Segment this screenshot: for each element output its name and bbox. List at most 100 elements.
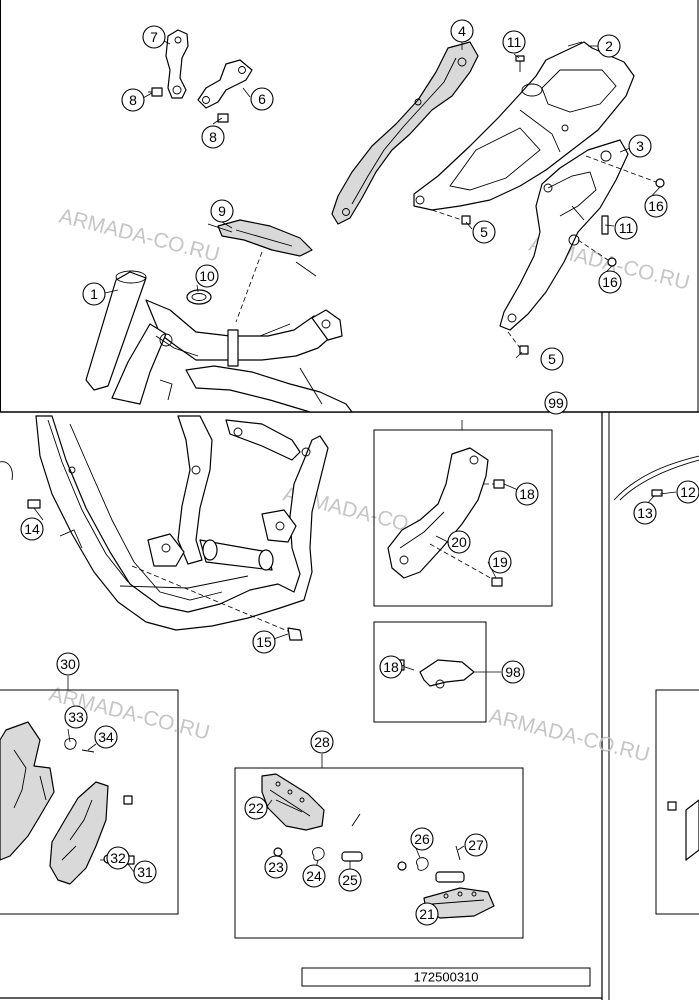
callout-21[interactable]: 21 (415, 902, 439, 926)
bolt-8a (148, 87, 163, 97)
callout-16a[interactable]: 16 (644, 194, 668, 218)
callout-11b[interactable]: 11 (614, 216, 638, 240)
callout-5a-label: 5 (480, 224, 488, 240)
callout-3[interactable]: 3 (628, 134, 652, 158)
callout-13-label: 13 (637, 505, 653, 521)
callout-25[interactable]: 25 (338, 868, 362, 892)
callout-9-label: 9 (218, 203, 226, 219)
callout-33[interactable]: 33 (64, 705, 88, 729)
callout-1[interactable]: 1 (82, 282, 106, 306)
callout-6-label: 6 (258, 91, 266, 107)
callout-5a[interactable]: 5 (472, 220, 496, 244)
callout-23[interactable]: 23 (264, 855, 288, 879)
callout-22[interactable]: 22 (244, 796, 268, 820)
callout-23-label: 23 (268, 859, 284, 875)
callout-14[interactable]: 14 (20, 517, 44, 541)
callout-16a-label: 16 (648, 198, 664, 214)
callout-31-label: 31 (137, 864, 153, 880)
callout-13[interactable]: 13 (633, 501, 657, 525)
callout-32-label: 32 (110, 850, 126, 866)
callout-33-label: 33 (68, 709, 84, 725)
callout-2-label: 2 (605, 38, 613, 54)
callout-11a-label: 11 (507, 34, 522, 50)
callout-14-label: 14 (24, 521, 40, 537)
callout-2[interactable]: 2 (597, 34, 621, 58)
callout-16b-label: 16 (602, 274, 618, 290)
callout-18a[interactable]: 18 (515, 482, 539, 506)
callout-27-label: 27 (468, 837, 484, 853)
callout-1-label: 1 (90, 286, 98, 302)
chain-guide-9 (207, 219, 317, 323)
subframe-strut-4 (331, 41, 479, 225)
callout-11b-label: 11 (619, 220, 634, 236)
callout-98[interactable]: 98 (501, 660, 525, 684)
callout-34[interactable]: 34 (94, 725, 118, 749)
drawing-code-box: 172500310 (301, 967, 591, 987)
callout-16b[interactable]: 16 (598, 270, 622, 294)
callout-19[interactable]: 19 (488, 550, 512, 574)
callout-12[interactable]: 12 (676, 480, 699, 504)
footpeg-bracket-6 (197, 59, 253, 109)
callout-8a-label: 8 (129, 92, 137, 108)
callout-26[interactable]: 26 (410, 827, 434, 851)
callout-19-label: 19 (492, 554, 508, 570)
callout-12-label: 12 (680, 484, 696, 500)
callout-31[interactable]: 31 (133, 860, 157, 884)
frame-upper-1 (85, 270, 353, 413)
callout-26-label: 26 (414, 831, 430, 847)
bolt-8b (217, 113, 229, 123)
callout-25-label: 25 (342, 872, 358, 888)
callout-18b-label: 18 (383, 659, 399, 675)
clamp-10 (186, 289, 212, 305)
callout-32[interactable]: 32 (106, 846, 130, 870)
callout-30-label: 30 (60, 656, 76, 672)
callout-18a-label: 18 (519, 486, 535, 502)
callout-6[interactable]: 6 (250, 87, 274, 111)
callout-24[interactable]: 24 (302, 864, 326, 888)
callout-22-label: 22 (248, 800, 264, 816)
callout-27[interactable]: 27 (464, 833, 488, 857)
callout-5b-label: 5 (548, 351, 556, 367)
callout-15-label: 15 (256, 634, 272, 650)
callout-8a[interactable]: 8 (121, 88, 145, 112)
callout-11a[interactable]: 11 (502, 30, 526, 54)
right-partial-box (613, 455, 699, 915)
footpeg-bracket-7 (165, 29, 189, 99)
watermark-1: ARMADA-CO.RU (57, 205, 222, 267)
callout-4-label: 4 (458, 23, 466, 39)
box-28 (234, 754, 524, 939)
callout-21-label: 21 (419, 906, 435, 922)
callout-18b[interactable]: 18 (379, 655, 403, 679)
callout-28-label: 28 (314, 734, 330, 750)
watermark-5: ARMADA-CO.RU (487, 705, 652, 767)
callout-7-label: 7 (150, 29, 158, 45)
callout-24-label: 24 (306, 868, 322, 884)
box-99 (373, 420, 553, 607)
callout-9[interactable]: 9 (210, 199, 234, 223)
callout-8b[interactable]: 8 (201, 125, 225, 149)
rear-subframe-2 (413, 41, 635, 211)
callout-99-label: 99 (548, 395, 564, 411)
frame-main-view (0, 415, 329, 641)
subframe-lower-3 (499, 139, 629, 331)
callout-10[interactable]: 10 (195, 264, 219, 288)
callout-20-label: 20 (451, 534, 467, 550)
callout-3-label: 3 (636, 138, 644, 154)
callout-20[interactable]: 20 (447, 530, 471, 554)
callout-99[interactable]: 99 (544, 391, 568, 415)
callout-8b-label: 8 (209, 129, 217, 145)
watermarks: ARMADA-CO.RU ARMADA-CO.RU ARMADA-CO.RU A… (47, 205, 692, 767)
box-98 (373, 621, 487, 723)
callout-15[interactable]: 15 (252, 630, 276, 654)
callout-4[interactable]: 4 (450, 19, 474, 43)
callout-28[interactable]: 28 (310, 730, 334, 754)
callout-7[interactable]: 7 (142, 25, 166, 49)
callout-34-label: 34 (98, 729, 114, 745)
callout-98-label: 98 (505, 664, 521, 680)
callout-5b[interactable]: 5 (540, 347, 564, 371)
drawing-code: 172500310 (413, 970, 478, 985)
callout-10-label: 10 (199, 268, 215, 284)
callout-30[interactable]: 30 (56, 652, 80, 676)
